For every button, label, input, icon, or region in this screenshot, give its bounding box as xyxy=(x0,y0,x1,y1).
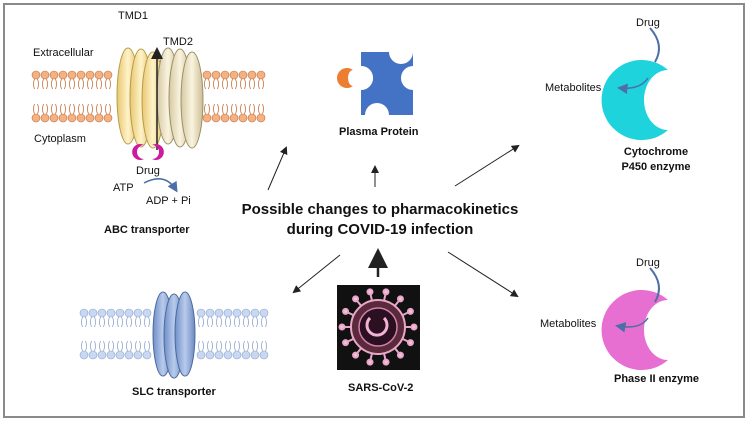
abc-drug-label: Drug xyxy=(136,165,160,177)
cyp-caption-line1: Cytochrome xyxy=(623,146,689,158)
phase2-drug-label: Drug xyxy=(636,257,660,269)
arrow-to-slc xyxy=(292,254,341,294)
adp-label: ADP + Pi xyxy=(146,195,191,207)
arrow-to-cyp xyxy=(454,144,520,187)
cyp-drug-label: Drug xyxy=(636,17,660,29)
phase2-drug-arrow xyxy=(649,267,660,303)
cyp-enzyme-shape xyxy=(601,60,668,140)
phase2-metabolites-label: Metabolites xyxy=(540,318,597,330)
sars-cov-2-image xyxy=(337,285,420,370)
arrow-to-phase2 xyxy=(447,251,519,298)
tmd1-label: TMD1 xyxy=(118,10,148,22)
abc-transporter-protein xyxy=(116,47,204,150)
tmd2-label: TMD2 xyxy=(163,36,193,48)
center-title-line2: during COVID-19 infection xyxy=(286,221,474,238)
slc-transporter-caption: SLC transporter xyxy=(132,386,216,398)
center-title-line1: Possible changes to pharmacokinetics xyxy=(241,201,519,218)
cyp-metabolites-label: Metabolites xyxy=(545,82,602,94)
cyp-metabolites-arrow xyxy=(617,77,649,94)
arrow-to-abc xyxy=(267,146,288,191)
phase2-metabolites-arrow xyxy=(615,317,649,333)
plasma-protein-caption: Plasma Protein xyxy=(339,126,419,138)
abc-drug-shape xyxy=(132,144,164,160)
atp-label: ATP xyxy=(113,182,134,194)
abc-membrane xyxy=(31,70,266,123)
slc-membrane xyxy=(79,308,269,360)
abc-transporter-caption: ABC transporter xyxy=(104,224,190,236)
center-arrows xyxy=(267,144,520,298)
cyp-caption-line2: P450 enzyme xyxy=(621,161,691,173)
slc-transporter-protein xyxy=(152,291,196,379)
phase2-caption: Phase II enzyme xyxy=(614,373,699,385)
sars-cov-2-caption: SARS-CoV-2 xyxy=(348,382,414,394)
phase2-enzyme-shape xyxy=(601,290,668,370)
atp-curved-arrow xyxy=(143,178,178,193)
plasma-protein-shape xyxy=(337,52,413,115)
cyp-drug-arrow xyxy=(649,27,660,63)
extracellular-label: Extracellular xyxy=(33,47,94,59)
cytoplasm-label: Cytoplasm xyxy=(34,133,86,145)
